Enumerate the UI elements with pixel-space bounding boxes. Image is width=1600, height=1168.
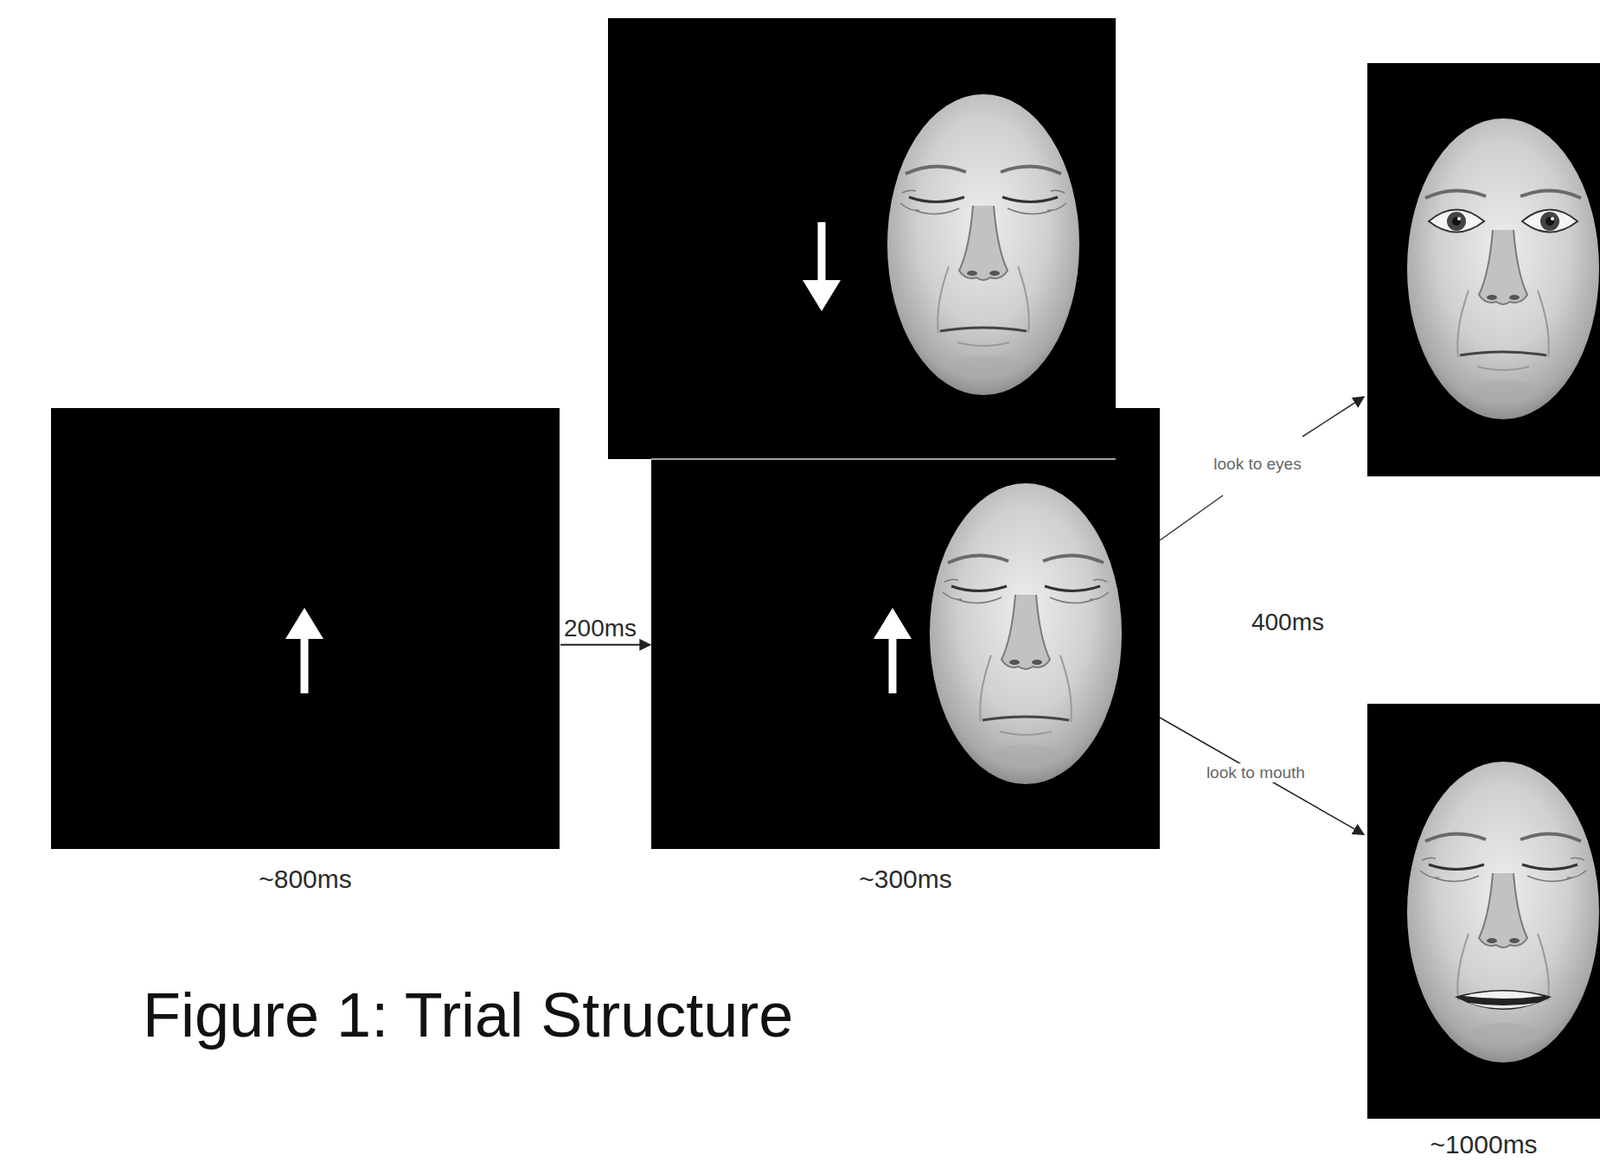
transition-arrow: [560, 644, 651, 647]
trial-screen: ~800ms: [51, 408, 560, 850]
instruction-label: look to mouth: [1203, 763, 1309, 783]
face-mouth: [982, 716, 1069, 736]
face: [1407, 118, 1600, 420]
cue-arrow: [285, 608, 324, 694]
cue-arrow: [873, 608, 912, 694]
face-mouth: [1459, 352, 1547, 371]
face: [1407, 761, 1600, 1063]
trial-screen: ~300ms: [651, 408, 1160, 850]
face: [887, 94, 1080, 396]
screen-panel: [1367, 704, 1600, 1120]
screen-panel: [608, 18, 1116, 460]
screen-panel: [651, 408, 1160, 850]
duration-label: 200ms: [563, 614, 637, 643]
face-eyes: [942, 579, 1109, 603]
face-eyes: [1420, 857, 1587, 882]
cue-arrow: [802, 222, 841, 312]
face: [929, 483, 1122, 785]
duration-label: ~800ms: [51, 864, 560, 896]
branch-line: [1159, 495, 1223, 541]
face-eyes: [1428, 210, 1578, 233]
screen-panel: [1367, 63, 1600, 477]
branch-arrow: [1302, 396, 1364, 437]
face-eyes: [900, 190, 1067, 214]
duration-label: ~300ms: [651, 864, 1160, 896]
trial-screen: ~1000ms: [1367, 704, 1600, 1120]
face-mouth: [1454, 990, 1552, 1011]
duration-label: ~1000ms: [1367, 1129, 1600, 1161]
screen-panel: [51, 408, 560, 850]
face-mouth: [940, 327, 1027, 346]
transition-arrow: [1159, 717, 1364, 835]
figure-caption: Figure 1: Trial Structure: [142, 979, 794, 1052]
duration-label: 400ms: [1248, 608, 1328, 637]
panel-edge: [651, 458, 1116, 461]
instruction-label: look to eyes: [1209, 454, 1305, 474]
